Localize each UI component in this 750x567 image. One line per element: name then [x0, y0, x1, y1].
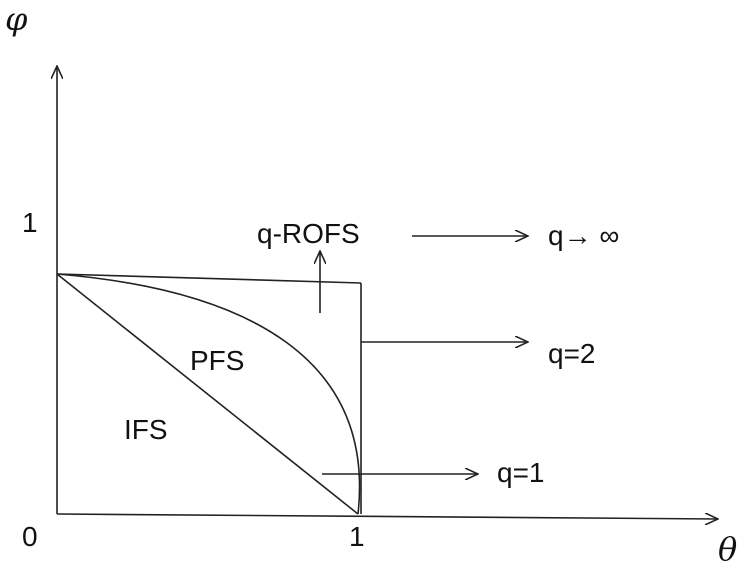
- qrofs-label: q-ROFS: [257, 218, 360, 249]
- q1-label: q=1: [497, 457, 545, 488]
- pfs-boundary-curve: [56, 273, 361, 515]
- y-axis-label: φ: [5, 0, 28, 38]
- x-axis-label: θ: [718, 530, 737, 567]
- q2-label: q=2: [548, 338, 596, 369]
- ifs-label: IFS: [124, 414, 168, 445]
- y-tick-1: 1: [22, 207, 38, 238]
- qrofs-top-edge: [56, 273, 362, 284]
- ifs-boundary-line: [56, 273, 359, 515]
- x-axis: [56, 514, 718, 519]
- origin-label: 0: [22, 521, 38, 552]
- pfs-label: PFS: [190, 345, 244, 376]
- q-infinity-label: q→ ∞: [548, 220, 619, 251]
- x-tick-1: 1: [349, 521, 365, 552]
